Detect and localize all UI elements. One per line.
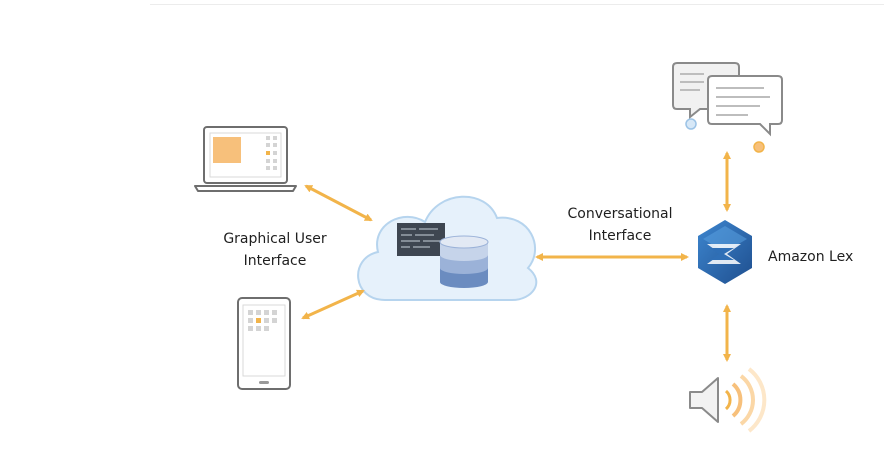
arrow-tablet-cloud xyxy=(301,289,365,320)
top-divider xyxy=(150,4,884,5)
conversational-label: Conversational Interface xyxy=(545,203,695,247)
tablet-icon xyxy=(237,297,291,390)
chat-bubbles-icon xyxy=(672,62,783,153)
amazon-lex-icon xyxy=(698,220,752,284)
conversational-label-line1: Conversational xyxy=(567,206,673,222)
gui-label: Graphical User Interface xyxy=(205,228,345,272)
laptop-icon xyxy=(194,126,297,192)
cloud-database-icon xyxy=(357,195,538,301)
conversational-label-line2: Interface xyxy=(588,228,652,244)
amazon-lex-label: Amazon Lex xyxy=(768,249,854,265)
speaker-icon xyxy=(689,367,767,433)
gui-label-line1: Graphical User xyxy=(223,231,327,247)
gui-label-line2: Interface xyxy=(243,253,307,269)
arrow-laptop-cloud xyxy=(304,184,373,222)
